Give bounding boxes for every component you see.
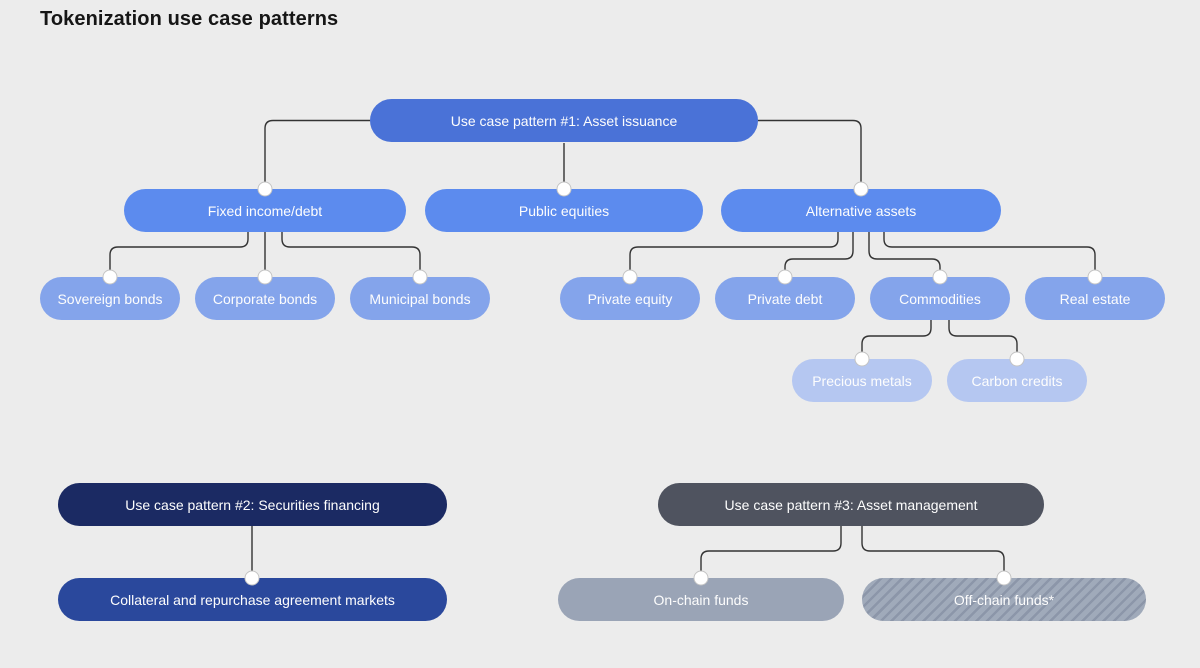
node-commodities: Commodities bbox=[870, 277, 1010, 320]
node-collateral-repo-markets: Collateral and repurchase agreement mark… bbox=[58, 578, 447, 621]
connector-line bbox=[948, 320, 1018, 352]
connector-line bbox=[861, 320, 932, 352]
node-private-debt: Private debt bbox=[715, 277, 855, 320]
node-onchain-funds: On-chain funds bbox=[558, 578, 844, 621]
node-fixed-income-debt: Fixed income/debt bbox=[124, 189, 406, 232]
connector-line bbox=[758, 119, 862, 182]
node-municipal-bonds: Municipal bonds bbox=[350, 277, 490, 320]
node-sovereign-bonds: Sovereign bonds bbox=[40, 277, 180, 320]
connector-line bbox=[883, 232, 1096, 270]
connector-line bbox=[784, 232, 854, 270]
node-use-case-pattern-2: Use case pattern #2: Securities financin… bbox=[58, 483, 447, 526]
node-carbon-credits: Carbon credits bbox=[947, 359, 1087, 402]
connector-line bbox=[868, 232, 941, 270]
node-corporate-bonds: Corporate bonds bbox=[195, 277, 335, 320]
connector-line bbox=[861, 526, 1005, 571]
node-use-case-pattern-1: Use case pattern #1: Asset issuance bbox=[370, 99, 758, 142]
connector-line bbox=[109, 232, 249, 270]
connector-line bbox=[264, 119, 370, 182]
diagram-title: Tokenization use case patterns bbox=[40, 8, 339, 30]
connector-line bbox=[700, 526, 842, 571]
node-real-estate: Real estate bbox=[1025, 277, 1165, 320]
node-public-equities: Public equities bbox=[425, 189, 703, 232]
node-offchain-funds: Off-chain funds* bbox=[862, 578, 1146, 621]
node-use-case-pattern-3: Use case pattern #3: Asset management bbox=[658, 483, 1044, 526]
node-alternative-assets: Alternative assets bbox=[721, 189, 1001, 232]
connector-line bbox=[629, 232, 839, 270]
node-private-equity: Private equity bbox=[560, 277, 700, 320]
connector-line bbox=[281, 232, 421, 270]
node-precious-metals: Precious metals bbox=[792, 359, 932, 402]
